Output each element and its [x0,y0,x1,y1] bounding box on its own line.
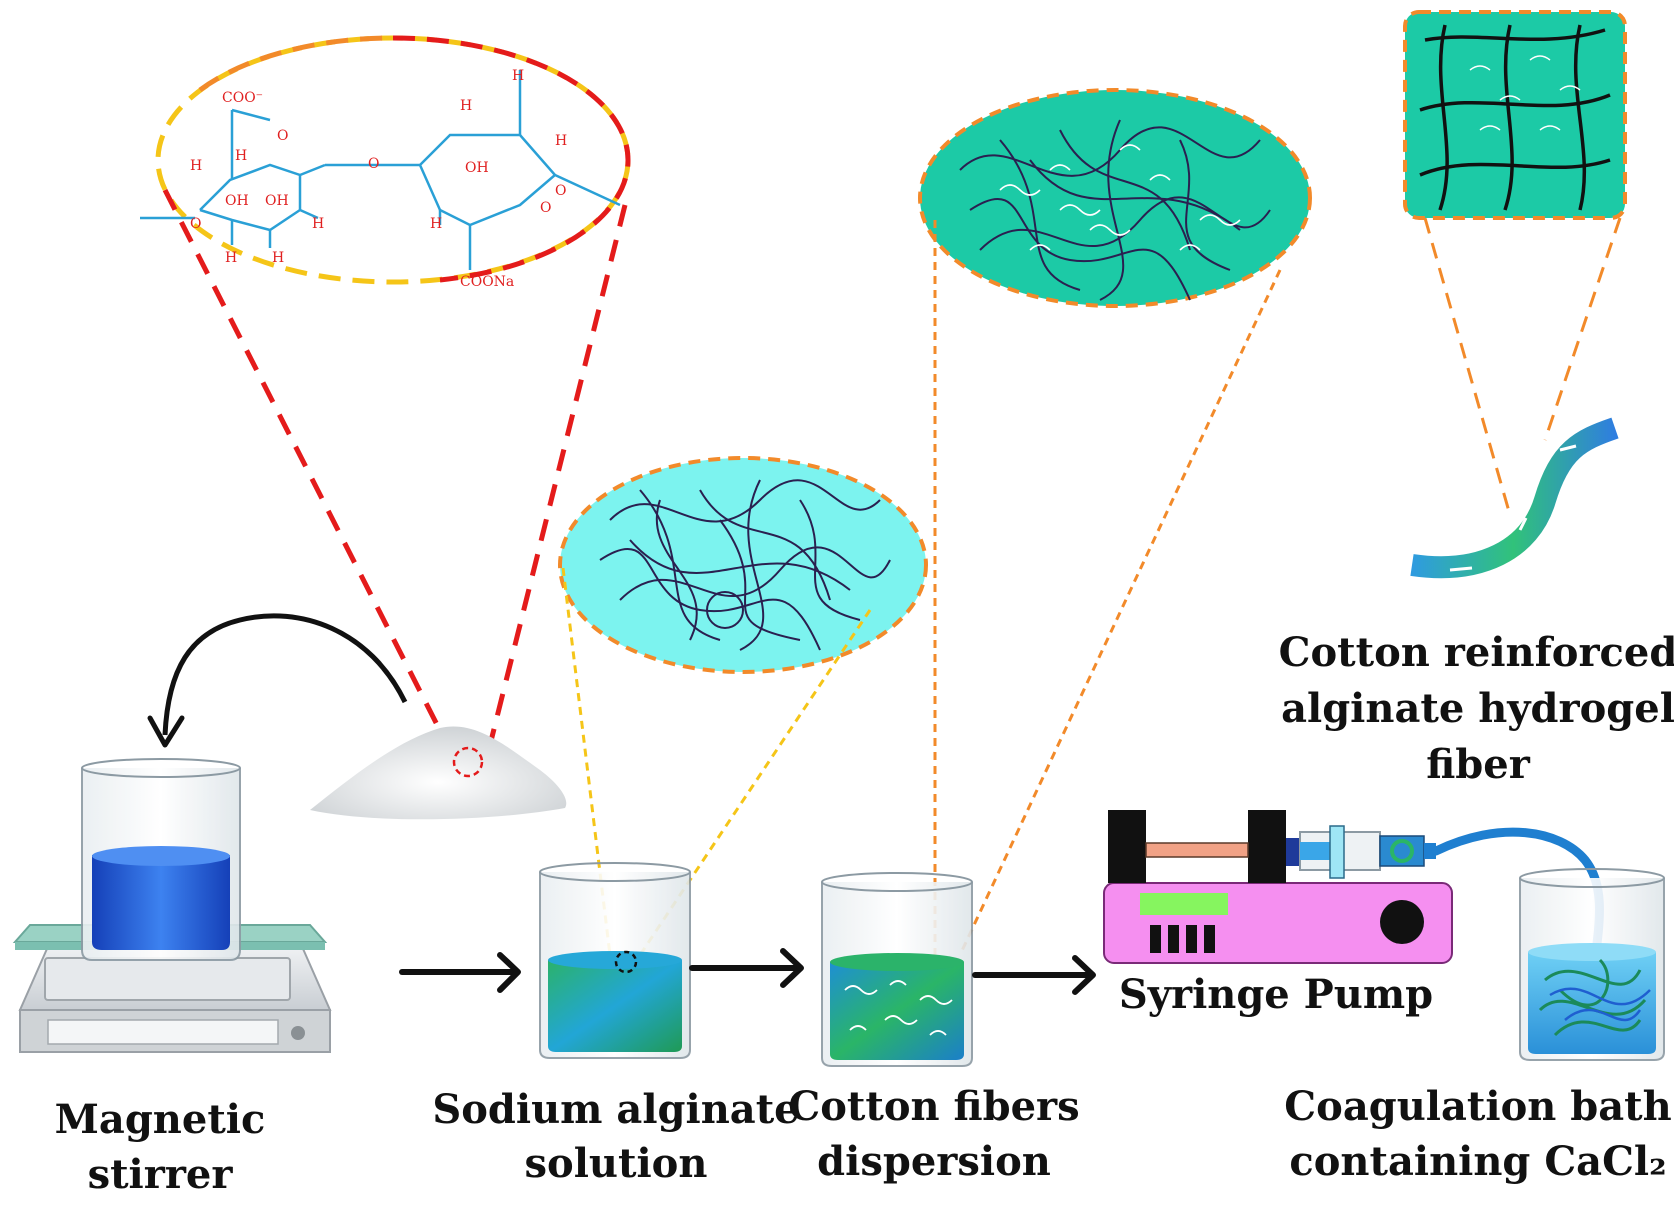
ring-oxygen-label: O [277,128,288,144]
hydrogel-fiber-ribbon [1410,417,1619,579]
coagulation-bath-label-line1: Coagulation bath [1284,1083,1671,1130]
alginate-structure-zoom: COO⁻ O H H OH OH O H H H O H H OH H O O … [140,35,631,290]
stirrer-beaker [81,758,241,961]
dispersed-cotton-fibers [844,980,953,1036]
magnetic-stirrer-label-line1: Magnetic [55,1096,266,1143]
dispersion-zoom [918,88,1312,308]
alginate-powder [310,726,567,820]
h-label: H [512,68,524,84]
process-arrows [399,948,1096,995]
hydrogel-zoom-lines [1423,217,1622,516]
sodium-alginate-label-line2: solution [525,1140,708,1187]
formed-fibers-blue [1549,987,1651,1022]
coagulation-bath-beaker [1519,868,1665,1061]
fiber-strands [599,479,891,651]
arrow-to-alginate [399,952,521,993]
coagulation-bath-label-line2: containing CaCl₂ [1289,1138,1666,1185]
hydrogel-zoom [1403,10,1627,220]
h-label: H [312,216,324,232]
reinforced-fiber-label-line3: fiber [1426,741,1531,788]
stage-labels: Magnetic stirrer Sodium alginate solutio… [55,629,1674,1198]
dispersion-zoom-lines [933,220,1282,956]
h-label: H [272,250,284,266]
formed-fibers [1538,958,1647,1037]
oh-label: OH [465,160,489,176]
sodium-alginate-label-line1: Sodium alginate [432,1086,799,1133]
dispersion-white-fibers [999,144,1241,251]
h-label: H [430,216,442,232]
arrow-to-pump [972,955,1096,995]
powder-zoom-lines [162,188,628,762]
ring-oxygen-label: O [540,200,551,216]
h-label: H [225,250,237,266]
magnetic-stirrer-label-line2: stirrer [88,1151,234,1198]
oh-label: OH [265,193,289,209]
cotton-dispersion-beaker [821,872,973,1067]
cotton-dispersion-label-line2: dispersion [817,1138,1051,1185]
coona-label: COONa [460,274,514,290]
h-label: H [555,133,567,149]
sodium-alginate-beaker [539,862,691,1059]
hydrogel-white-fibers [1469,55,1581,131]
coo-minus-label: COO⁻ [222,90,263,106]
oh-label: OH [225,193,249,209]
o-label: O [190,216,201,232]
h-label: H [190,158,202,174]
molecule-bonds [140,70,621,270]
molecule-labels: COO⁻ O H H OH OH O H H H O H H OH H O O … [190,68,567,290]
arrow-to-dispersion [689,948,804,988]
syringe-pump [1103,810,1453,964]
cotton-dispersion-label-line1: Cotton fibers [788,1083,1079,1130]
glycosidic-oxygen-label: O [368,156,379,172]
curved-transfer-arrow [147,613,408,748]
syringe-pump-label: Syringe Pump [1119,971,1433,1018]
reinforced-fiber-label-line2: alginate hydrogel [1281,685,1674,732]
cotton-fibers-zoom [558,456,928,674]
h-label: H [460,98,472,114]
o-label: O [555,183,566,199]
reinforced-fiber-label-line1: Cotton reinforced [1279,629,1674,676]
hydrogel-network [1419,24,1611,211]
h-label: H [235,148,247,164]
